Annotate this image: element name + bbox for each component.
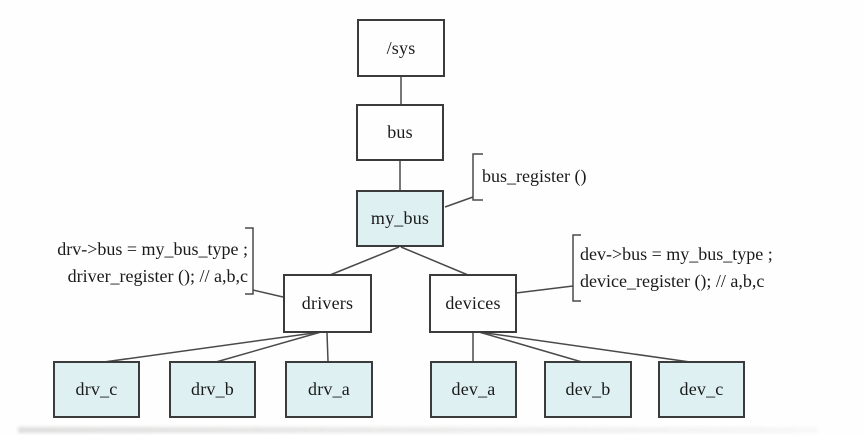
bracket-driver-annotation xyxy=(245,227,254,295)
driver-annotation-line-1: drv->bus = my_bus_type ; xyxy=(57,239,248,259)
node-my-bus-label: my_bus xyxy=(370,208,430,228)
node-drv-b-label: drv_b xyxy=(191,379,234,399)
node-sys: /sys xyxy=(357,19,445,77)
connector-drivers-bracket xyxy=(252,289,284,298)
node-drivers-label: drivers xyxy=(301,293,354,313)
device-annotation-line-2: device_register (); // a,b,c xyxy=(580,271,765,291)
bracket-bus-register xyxy=(472,153,483,201)
edge-mybus-drivers xyxy=(329,246,400,276)
device-annotation-line-1: dev->bus = my_bus_type ; xyxy=(580,244,773,264)
node-drv-c: drv_c xyxy=(53,361,140,418)
node-dev-a-label: dev_a xyxy=(451,379,496,399)
bus-register-annotation: bus_register () xyxy=(482,166,587,186)
edge-devices-devc xyxy=(478,331,691,363)
node-sys-label: /sys xyxy=(386,37,416,58)
node-dev-a: dev_a xyxy=(430,361,517,418)
node-dev-b-label: dev_b xyxy=(565,379,611,399)
edge-drivers-drvb xyxy=(215,331,322,363)
bracket-device-annotation xyxy=(572,234,581,302)
edge-drivers-drvc xyxy=(103,331,322,363)
node-dev-c: dev_c xyxy=(658,361,745,418)
connector-devices-bracket xyxy=(515,285,574,294)
connector-mybus-bracket xyxy=(444,196,474,208)
node-drv-b: drv_b xyxy=(169,361,256,418)
node-drv-c-label: drv_c xyxy=(75,379,118,399)
driver-register-annotation: drv->bus = my_bus_type ; driver_register… xyxy=(0,236,248,290)
node-devices-label: devices xyxy=(445,293,501,313)
node-bus: bus xyxy=(356,104,444,161)
node-devices: devices xyxy=(429,274,517,333)
node-bus-label: bus xyxy=(387,122,413,142)
scan-shadow-artifact xyxy=(18,427,818,433)
node-my-bus: my_bus xyxy=(356,190,444,247)
edge-mybus-devices xyxy=(400,246,469,276)
node-dev-c-label: dev_c xyxy=(679,379,724,399)
driver-annotation-line-2: driver_register (); // a,b,c xyxy=(67,266,248,286)
node-drivers: drivers xyxy=(283,274,372,333)
node-drv-a-label: drv_a xyxy=(308,379,350,399)
edge-drivers-drva xyxy=(326,332,329,362)
node-dev-b: dev_b xyxy=(544,361,632,418)
edge-devices-devb xyxy=(478,331,583,363)
device-register-annotation: dev->bus = my_bus_type ; device_register… xyxy=(580,241,773,295)
node-drv-a: drv_a xyxy=(285,361,373,418)
